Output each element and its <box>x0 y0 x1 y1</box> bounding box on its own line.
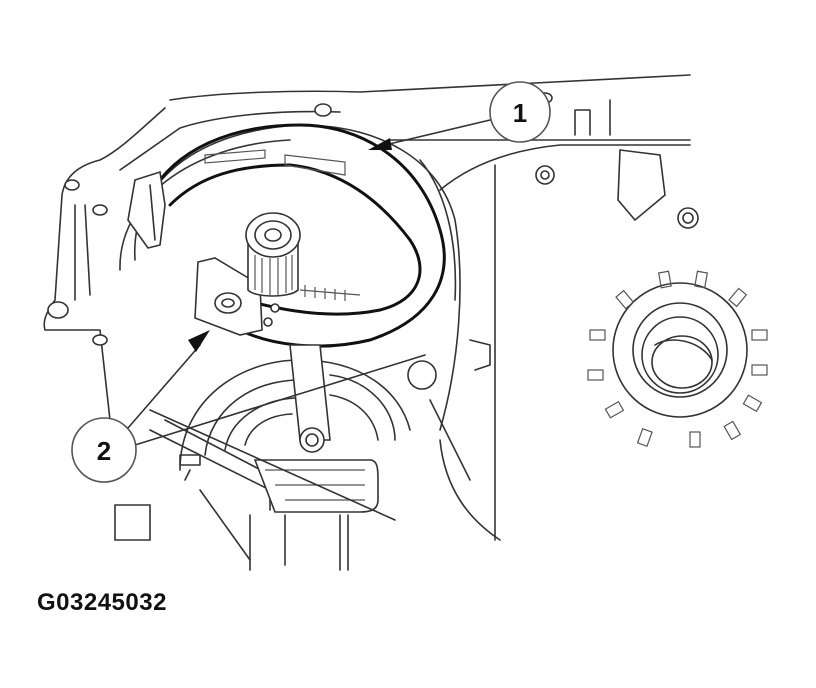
arrow-icon <box>188 330 210 352</box>
callout-2: 2 <box>71 330 210 483</box>
servo-assembly <box>134 339 491 571</box>
transmission-case <box>43 74 699 541</box>
callout-1-label: 1 <box>513 98 527 128</box>
figure-id-label: G03245032 <box>37 589 167 616</box>
arrow-icon <box>368 138 392 150</box>
callout-2-label: 2 <box>97 436 111 466</box>
clutch-drum <box>587 270 768 448</box>
input-shaft <box>245 212 361 301</box>
transmission-band <box>127 123 446 348</box>
callout-1: 1 <box>368 81 551 150</box>
